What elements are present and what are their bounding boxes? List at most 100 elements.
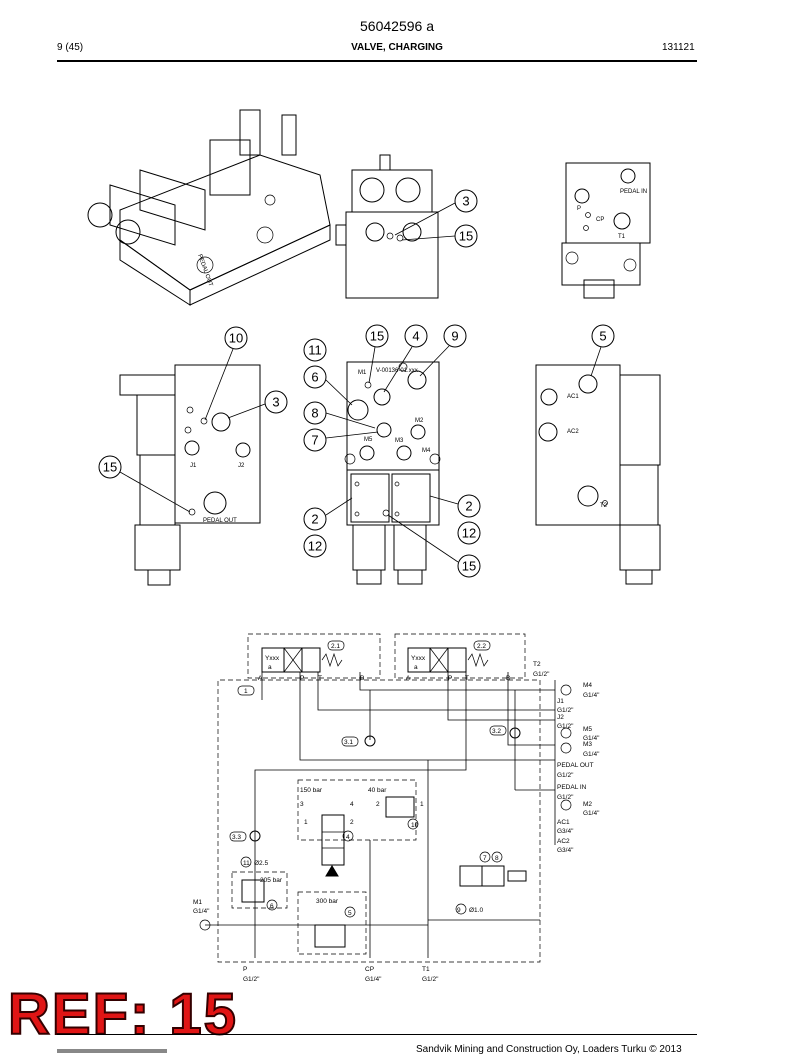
solenoid-sub-b: a <box>414 664 418 671</box>
svg-text:7: 7 <box>311 433 318 448</box>
port-a-left: A <box>258 675 263 682</box>
port-m2: M2 G1/4" <box>560 799 600 817</box>
t2-label: T2 <box>600 503 608 509</box>
svg-text:M2: M2 <box>583 801 592 808</box>
svg-text:J1: J1 <box>557 698 564 705</box>
port-cp: CP G1/4" <box>365 966 382 983</box>
page-count: 9 (45) <box>57 42 84 53</box>
port-pedal-out: PEDAL OUT G1/2" <box>557 762 594 779</box>
tag-11: 11 <box>240 856 252 868</box>
callout-6: 6 <box>303 365 327 389</box>
svg-text:M5: M5 <box>583 726 592 733</box>
top-right-view: PEDAL IN P CP T1 <box>561 162 651 299</box>
svg-text:3.1: 3.1 <box>344 739 353 746</box>
t1-label: T1 <box>618 234 626 240</box>
header-divider <box>57 60 697 62</box>
callout-3-left: 3 <box>264 390 288 414</box>
solenoid-label-b: Yxxx <box>411 655 426 662</box>
svg-text:6: 6 <box>270 903 274 910</box>
port-m5: M5 G1/4" <box>560 726 600 742</box>
svg-text:8: 8 <box>311 406 318 421</box>
svg-text:M4: M4 <box>583 682 592 689</box>
tag-2-1: 2.1 <box>327 640 345 651</box>
svg-text:15: 15 <box>370 329 384 344</box>
svg-text:AC1: AC1 <box>557 819 570 826</box>
port-b-left: B <box>360 675 364 682</box>
mid-left-view: J1 J2 PEDAL OUT <box>119 364 261 586</box>
svg-text:G1/2": G1/2" <box>557 707 574 714</box>
svg-text:7: 7 <box>483 855 487 862</box>
orifice-1-0: Ø1.0 <box>469 907 483 914</box>
svg-text:4: 4 <box>346 834 350 841</box>
m2-label: M2 <box>415 418 424 424</box>
svg-text:2.2: 2.2 <box>477 643 486 650</box>
svg-text:G1/4": G1/4" <box>583 735 600 742</box>
svg-text:J2: J2 <box>557 714 564 721</box>
svg-text:10: 10 <box>229 331 243 346</box>
j2-label: J2 <box>238 463 245 469</box>
svg-text:G1/2": G1/2" <box>243 976 260 983</box>
svg-text:9: 9 <box>457 907 461 914</box>
ac1-label: AC1 <box>567 394 579 400</box>
tag-3-3: 3.3 <box>229 831 247 842</box>
tag-10: 9 <box>455 903 467 915</box>
m4-label: M4 <box>422 448 431 454</box>
svg-text:G1/4": G1/4" <box>583 692 600 699</box>
svg-text:G1/4": G1/4" <box>583 751 600 758</box>
tag-2-2: 2.2 <box>473 640 491 651</box>
callout-15-top: 15 <box>454 224 478 248</box>
port-m1: M1 G1/4" <box>193 899 211 931</box>
svg-text:G3/4": G3/4" <box>557 828 574 835</box>
pressure-40: 40 bar <box>368 787 387 794</box>
callout-12-left: 12 <box>303 534 327 558</box>
port-a-right: A <box>406 675 411 682</box>
svg-text:5: 5 <box>599 329 606 344</box>
port-3: 3 <box>300 801 304 808</box>
svg-text:11: 11 <box>243 860 250 867</box>
callout-12-right: 12 <box>457 521 481 545</box>
svg-text:T2: T2 <box>533 661 541 668</box>
port-2-a: 2 <box>350 819 354 826</box>
callout-15-center-bottom: 15 <box>457 554 481 578</box>
cp-label: CP <box>596 217 604 223</box>
svg-text:3: 3 <box>462 194 469 209</box>
svg-text:G1/2": G1/2" <box>533 671 550 678</box>
tag-4: 4 <box>342 830 354 842</box>
tag-3-2: 3.2 <box>489 725 507 736</box>
svg-text:2.1: 2.1 <box>331 643 340 650</box>
pedal-out-label: PEDAL OUT <box>203 518 237 524</box>
footer-divider <box>57 1034 697 1035</box>
svg-text:P: P <box>243 966 247 973</box>
pedal-in-label: PEDAL IN <box>620 189 647 195</box>
port-ac1: AC1 G3/4" <box>557 819 574 835</box>
callout-10: 10 <box>224 326 248 350</box>
svg-text:M1: M1 <box>193 899 202 906</box>
tag-7: 7 <box>479 851 491 863</box>
callout-11: 11 <box>303 338 327 362</box>
tag-6: 6 <box>266 899 278 911</box>
port-pedal-in: PEDAL IN G1/2" <box>557 784 587 801</box>
svg-text:10: 10 <box>411 822 419 829</box>
port-p-left: P <box>300 675 304 682</box>
ac2-label: AC2 <box>567 429 579 435</box>
p-label: P <box>577 206 581 212</box>
callout-15-center-top: 15 <box>365 324 389 348</box>
svg-text:G1/2": G1/2" <box>557 772 574 779</box>
port-j1: J1 G1/2" <box>557 698 574 714</box>
svg-text:4: 4 <box>412 329 419 344</box>
svg-text:PEDAL OUT: PEDAL OUT <box>557 762 594 769</box>
port-t1: T1 G1/2" <box>422 966 439 983</box>
callout-9: 9 <box>443 324 467 348</box>
m5-label: M5 <box>364 437 373 443</box>
svg-text:G1/4": G1/4" <box>193 908 210 915</box>
m1-label: M1 <box>358 370 367 376</box>
callout-2-left: 2 <box>303 507 327 531</box>
port-t-right: T <box>465 675 469 682</box>
solenoid-label-a: Yxxx <box>265 655 280 662</box>
callout-2-right: 2 <box>457 494 481 518</box>
tag-1: 1 <box>237 685 255 696</box>
svg-text:3: 3 <box>272 395 279 410</box>
svg-text:5: 5 <box>348 910 352 917</box>
j1-label: J1 <box>190 463 197 469</box>
